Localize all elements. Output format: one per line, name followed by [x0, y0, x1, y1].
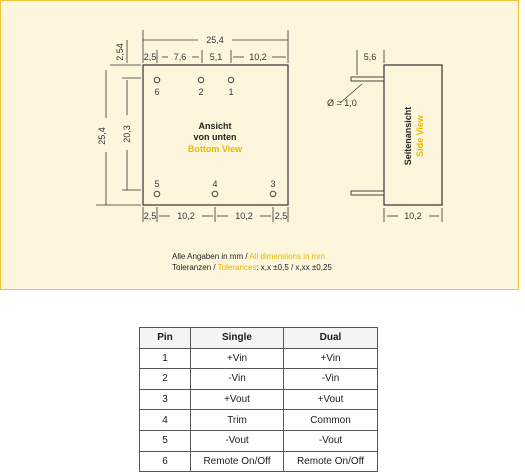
dim-span-c: 10,2 — [249, 52, 267, 62]
side-view-label-en: Side View — [415, 114, 425, 157]
dim-pin-diameter-label: Ø = 1,0 — [327, 98, 357, 108]
cell-pin: 6 — [139, 450, 191, 473]
table-row: 2 -Vin -Vin — [139, 368, 378, 390]
bottom-view-label-de-1: Ansicht — [198, 121, 231, 131]
cell-pin: 1 — [139, 347, 191, 370]
table-row: 1 +Vin +Vin — [139, 347, 378, 370]
bottom-view-label-en: Bottom View — [188, 144, 243, 154]
pin-row-bottom: 5 4 3 — [153, 179, 277, 198]
dim-pin-offset-top-label: 2,54 — [115, 43, 125, 61]
pin-label-6: 6 — [154, 87, 159, 97]
cell-dual: +Vin — [283, 347, 378, 370]
cell-pin: 4 — [139, 409, 191, 431]
dim-pin-row-spacing-label: 20,3 — [122, 125, 132, 143]
cell-pin: 3 — [139, 388, 191, 411]
dim-bottom-span-1: 10,2 — [177, 211, 195, 221]
dim-bottom-edge-left: 2,5 — [144, 211, 157, 221]
module-body-side-view — [383, 64, 443, 206]
dim-pin-spacing-row: 2,5 7,6 5,1 10,2 — [144, 50, 286, 63]
pin-label-4: 4 — [212, 179, 217, 189]
cell-dual: -Vout — [283, 429, 378, 452]
dim-side-pin-offset-label: 5,6 — [364, 52, 377, 62]
table-header-row: Pin Single Dual — [139, 327, 378, 349]
dim-bottom-row: 2,5 10,2 10,2 2,5 — [142, 207, 289, 222]
cell-single: Remote On/Off — [190, 450, 284, 473]
cell-dual: Common — [283, 409, 378, 431]
cell-dual: -Vin — [283, 368, 378, 390]
cell-single: -Vout — [190, 429, 284, 452]
table-row: 3 +Vout +Vout — [139, 388, 378, 411]
side-view-pins — [350, 76, 385, 196]
dim-pin-diameter: Ø = 1,0 — [327, 83, 363, 108]
cell-single: +Vout — [190, 388, 284, 411]
module-body-bottom-view — [142, 64, 289, 206]
pin-label-2: 2 — [198, 87, 203, 97]
dim-span-a: 7,6 — [174, 52, 187, 62]
pin-label-5: 5 — [154, 179, 159, 189]
header-single: Single — [190, 327, 284, 349]
pin-row-top: 6 2 1 — [153, 76, 235, 97]
notes-line-dimensions: Alle Angaben in mm / All dimensions in m… — [172, 252, 492, 261]
dim-side-width-label: 10,2 — [404, 211, 422, 221]
dim-overall-width: 25,4 — [142, 30, 289, 63]
cell-pin: 2 — [139, 368, 191, 390]
notes-tolerance-values: : x,x ±0,5 / x,xx ±0,25 — [256, 263, 332, 272]
header-dual: Dual — [283, 327, 378, 349]
table-row: 5 -Vout -Vout — [139, 429, 378, 452]
header-pin: Pin — [139, 327, 191, 349]
pin-assignment-table: Pin Single Dual 1 +Vin +Vin 2 -Vin -Vin … — [139, 327, 378, 473]
dim-span-b: 5,1 — [210, 52, 223, 62]
cell-single: -Vin — [190, 368, 284, 390]
cell-single: +Vin — [190, 347, 284, 370]
table-row: 6 Remote On/Off Remote On/Off — [139, 450, 378, 473]
dim-height: 25,4 — [96, 70, 141, 206]
notes-separator: / — [211, 263, 218, 272]
notes-separator: / — [243, 252, 250, 261]
dim-side-width: 10,2 — [383, 208, 443, 222]
dim-bottom-span-2: 10,2 — [235, 211, 253, 221]
notes-dimensions-en: All dimensions in mm — [249, 252, 325, 261]
dim-side-pin-offset: 5,6 — [356, 50, 385, 75]
dim-pin-row-spacing: 20,3 — [122, 125, 141, 191]
cell-pin: 5 — [139, 429, 191, 452]
dim-edge-left: 2,5 — [144, 52, 157, 62]
notes-tolerances-en: Tolerances — [217, 263, 257, 272]
notes-line-tolerances: Toleranzen / Tolerances: x,x ±0,5 / x,xx… — [172, 263, 492, 272]
notes-dimensions-de: Alle Angaben in mm — [172, 252, 244, 261]
cell-dual: Remote On/Off — [283, 450, 378, 473]
dim-pin-offset-top: 2,54 — [110, 40, 141, 115]
pin-label-3: 3 — [270, 179, 275, 189]
dim-overall-width-label: 25,4 — [206, 35, 224, 45]
mechanical-drawing: 25,4 2,5 7,6 5,1 10,2 2,54 25,4 20,3 — [96, 30, 443, 222]
pin-label-1: 1 — [228, 87, 233, 97]
dim-bottom-edge-right: 2,5 — [275, 211, 288, 221]
cell-single: Trim — [190, 409, 284, 431]
dim-height-label: 25,4 — [97, 127, 107, 145]
notes-tolerances-de: Toleranzen — [172, 263, 212, 272]
bottom-view-label-de-2: von unten — [194, 132, 237, 142]
side-view-label-de: Seitenansicht — [403, 107, 413, 166]
table-row: 4 Trim Common — [139, 409, 378, 431]
cell-dual: +Vout — [283, 388, 378, 411]
